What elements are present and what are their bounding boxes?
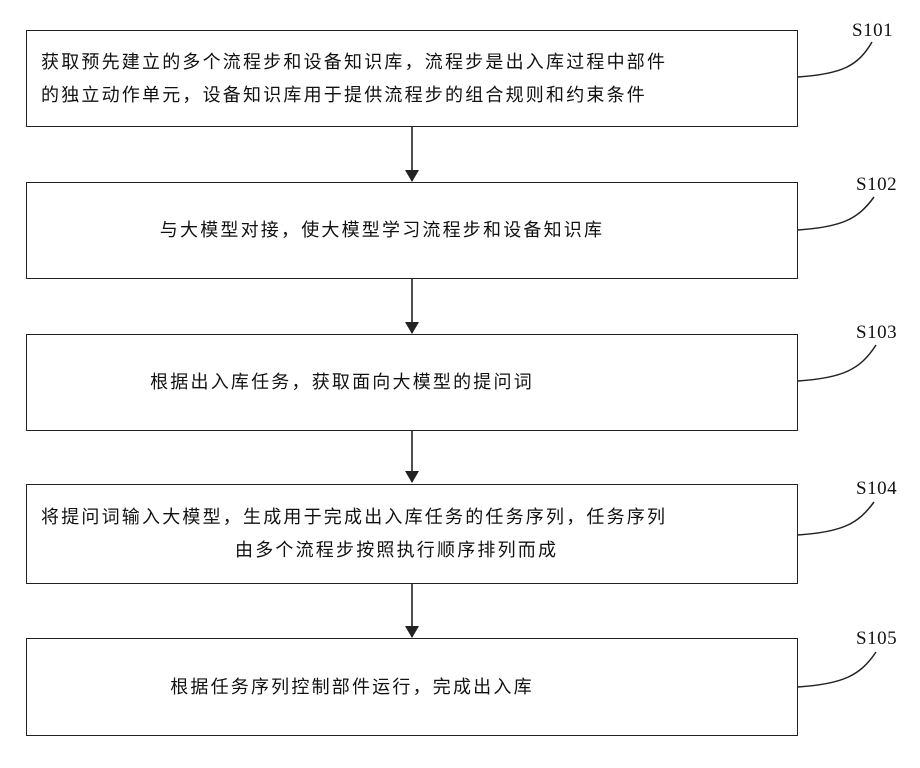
step-box-s104: 将提问词输入大模型，生成用于完成出入库任务的任务序列，任务序列 由多个流程步按照… xyxy=(26,484,798,584)
step-box-s103: 根据出入库任务，获取面向大模型的提问词 xyxy=(26,334,798,431)
step-s101-line-2: 的独立动作单元，设备知识库用于提供流程步的组合规则和约束条件 xyxy=(41,79,783,112)
step-box-s105: 根据任务序列控制部件运行，完成出入库 xyxy=(26,638,798,736)
arrowhead-s105 xyxy=(405,626,419,638)
step-box-s102: 与大模型对接，使大模型学习流程步和设备知识库 xyxy=(26,182,798,279)
arrowhead-s104 xyxy=(405,471,419,483)
arrowhead-s102 xyxy=(405,170,419,182)
arrowhead-s103 xyxy=(405,322,419,334)
step-s101-line-1: 获取预先建立的多个流程步和设备知识库，流程步是出入库过程中部件 xyxy=(41,46,783,79)
step-id-s101: S101 xyxy=(852,20,893,42)
step-s104-line-1: 将提问词输入大模型，生成用于完成出入库任务的任务序列，任务序列 xyxy=(41,501,783,534)
step-id-s105: S105 xyxy=(856,628,897,650)
step-id-s103: S103 xyxy=(856,322,897,344)
step-id-s102: S102 xyxy=(856,174,897,196)
step-s103-line-1: 根据出入库任务，获取面向大模型的提问词 xyxy=(41,366,783,399)
leader-line-s101 xyxy=(798,42,872,77)
step-s104-line-2: 由多个流程步按照执行顺序排列而成 xyxy=(41,534,783,567)
leader-line-s105 xyxy=(798,652,876,687)
leader-line-s104 xyxy=(798,502,874,535)
leader-line-s103 xyxy=(798,345,876,381)
step-s105-line-1: 根据任务序列控制部件运行，完成出入库 xyxy=(41,671,783,704)
step-s102-line-1: 与大模型对接，使大模型学习流程步和设备知识库 xyxy=(41,214,783,247)
step-box-s101: 获取预先建立的多个流程步和设备知识库，流程步是出入库过程中部件 的独立动作单元，… xyxy=(26,30,798,127)
step-id-s104: S104 xyxy=(856,478,897,500)
leader-line-s102 xyxy=(798,197,874,230)
